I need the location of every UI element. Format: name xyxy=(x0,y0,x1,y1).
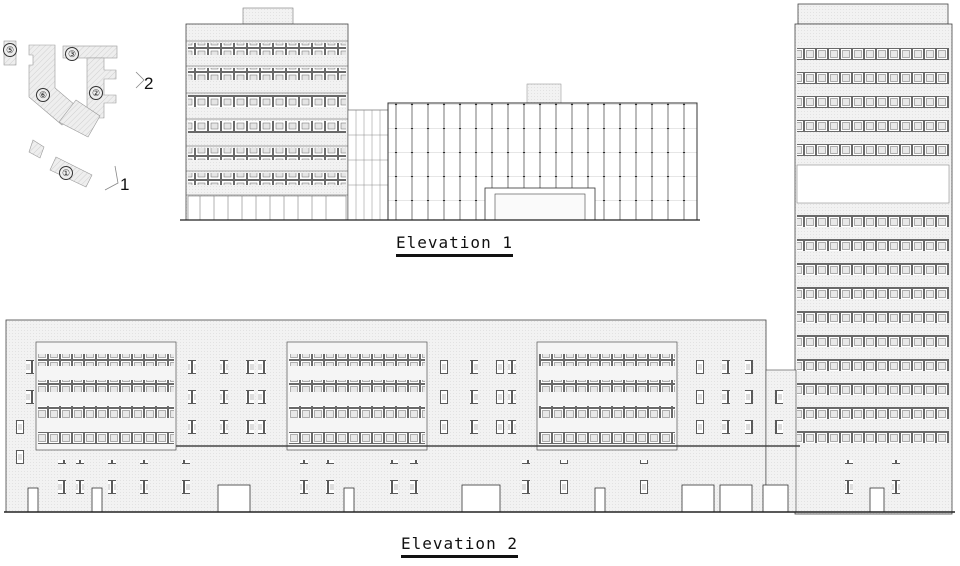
elevation-2-caption: Elevation 2 xyxy=(401,535,518,558)
view-marker-2-label: 2 xyxy=(144,74,154,93)
building-6-label: ⑥ xyxy=(36,88,50,102)
elevation-2-bay xyxy=(35,341,177,451)
key-plan xyxy=(3,40,145,191)
tower-drawing xyxy=(794,3,953,515)
view-marker-2-arrow xyxy=(135,71,145,89)
building-6-footprint xyxy=(28,44,76,126)
elevation-2-bay xyxy=(536,341,678,451)
building-2-label: ② xyxy=(89,86,103,100)
building-1-label: ① xyxy=(59,166,73,180)
view-marker-1-label: 1 xyxy=(120,175,130,194)
elevation-2-bay xyxy=(286,341,428,451)
elevation-1-tower-floors xyxy=(186,40,348,221)
building-3-label: ③ xyxy=(65,47,79,61)
elevation-1-caption: Elevation 1 xyxy=(396,234,513,257)
elevation-2-drawing xyxy=(4,319,955,513)
elevation-1-drawing xyxy=(180,7,700,221)
building-5-label: ⑤ xyxy=(3,43,17,57)
building-1-podium xyxy=(58,99,101,138)
view-marker-1-arrow xyxy=(104,165,119,191)
